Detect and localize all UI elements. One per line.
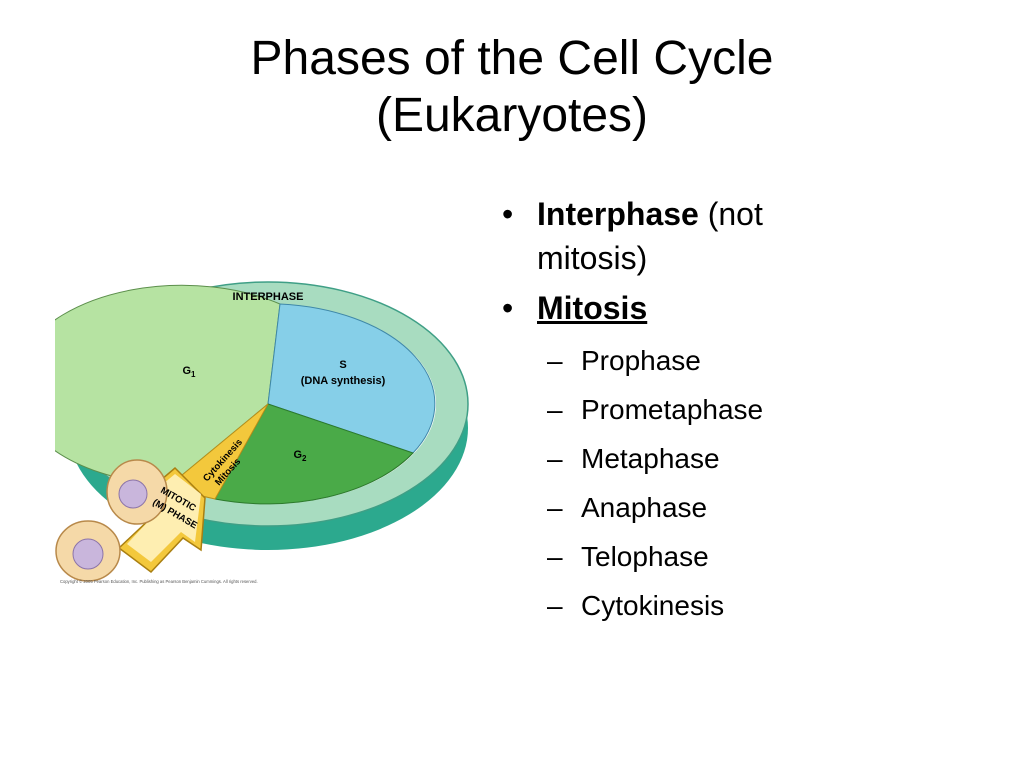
step-label: Prometaphase xyxy=(581,394,764,425)
interphase-label: INTERPHASE xyxy=(233,291,304,303)
g2-label: G2 xyxy=(293,449,307,463)
interphase-note-cont: mitosis) xyxy=(537,240,648,276)
s-sub-label: (DNA synthesis) xyxy=(301,375,386,387)
list-item-anaphase: –Anaphase xyxy=(497,483,997,532)
bullet-interphase: • Interphase (not mitosis) xyxy=(497,192,997,280)
g1-slice xyxy=(55,284,281,486)
mitotic-phase-arrow-face xyxy=(127,474,201,562)
step-label: Prophase xyxy=(581,345,701,376)
dash-marker: – xyxy=(547,394,563,425)
step-label: Telophase xyxy=(581,541,709,572)
mitosis-term: Mitosis xyxy=(537,290,648,326)
title-line-2: (Eukaryotes) xyxy=(375,89,649,142)
title-line-1: Phases of the Cell Cycle xyxy=(250,32,774,85)
nucleus-upper xyxy=(118,479,148,509)
interphase-note: (not xyxy=(698,196,763,232)
interphase-term: Interphase xyxy=(537,196,699,232)
list-item-prophase: –Prophase xyxy=(497,336,997,385)
list-item-telophase: –Telophase xyxy=(497,532,997,581)
dash-marker: – xyxy=(547,443,563,474)
slide-title: Phases of the Cell Cycle (Eukaryotes) xyxy=(0,30,1024,144)
copyright-note: Copyright © 2005 Pearson Education, Inc.… xyxy=(60,579,258,584)
list-item-prometaphase: –Prometaphase xyxy=(497,385,997,434)
g1-label: G1 xyxy=(182,365,196,379)
mitosis-steps-list: –Prophase –Prometaphase –Metaphase –Anap… xyxy=(497,336,997,630)
list-item-metaphase: –Metaphase xyxy=(497,434,997,483)
nucleus-lower xyxy=(72,538,104,570)
bullet-marker: • xyxy=(502,196,514,232)
dash-marker: – xyxy=(547,492,563,523)
dash-marker: – xyxy=(547,345,563,376)
bullet-mitosis: • Mitosis xyxy=(497,286,997,330)
step-label: Anaphase xyxy=(581,492,708,523)
bullet-marker: • xyxy=(502,290,514,326)
list-item-cytokinesis: –Cytokinesis xyxy=(497,581,997,630)
dash-marker: – xyxy=(547,541,563,572)
s-slice xyxy=(267,303,436,454)
step-label: Metaphase xyxy=(581,443,720,474)
cell-cycle-diagram: INTERPHASE G1 S (DNA synthesis) G2 Cytok… xyxy=(55,281,469,584)
bullet-list: • Interphase (not mitosis) • Mitosis –Pr… xyxy=(497,192,997,630)
g2-slice xyxy=(214,403,414,505)
step-label: Cytokinesis xyxy=(581,590,725,621)
dash-marker: – xyxy=(547,590,563,621)
s-label: S xyxy=(339,359,346,371)
